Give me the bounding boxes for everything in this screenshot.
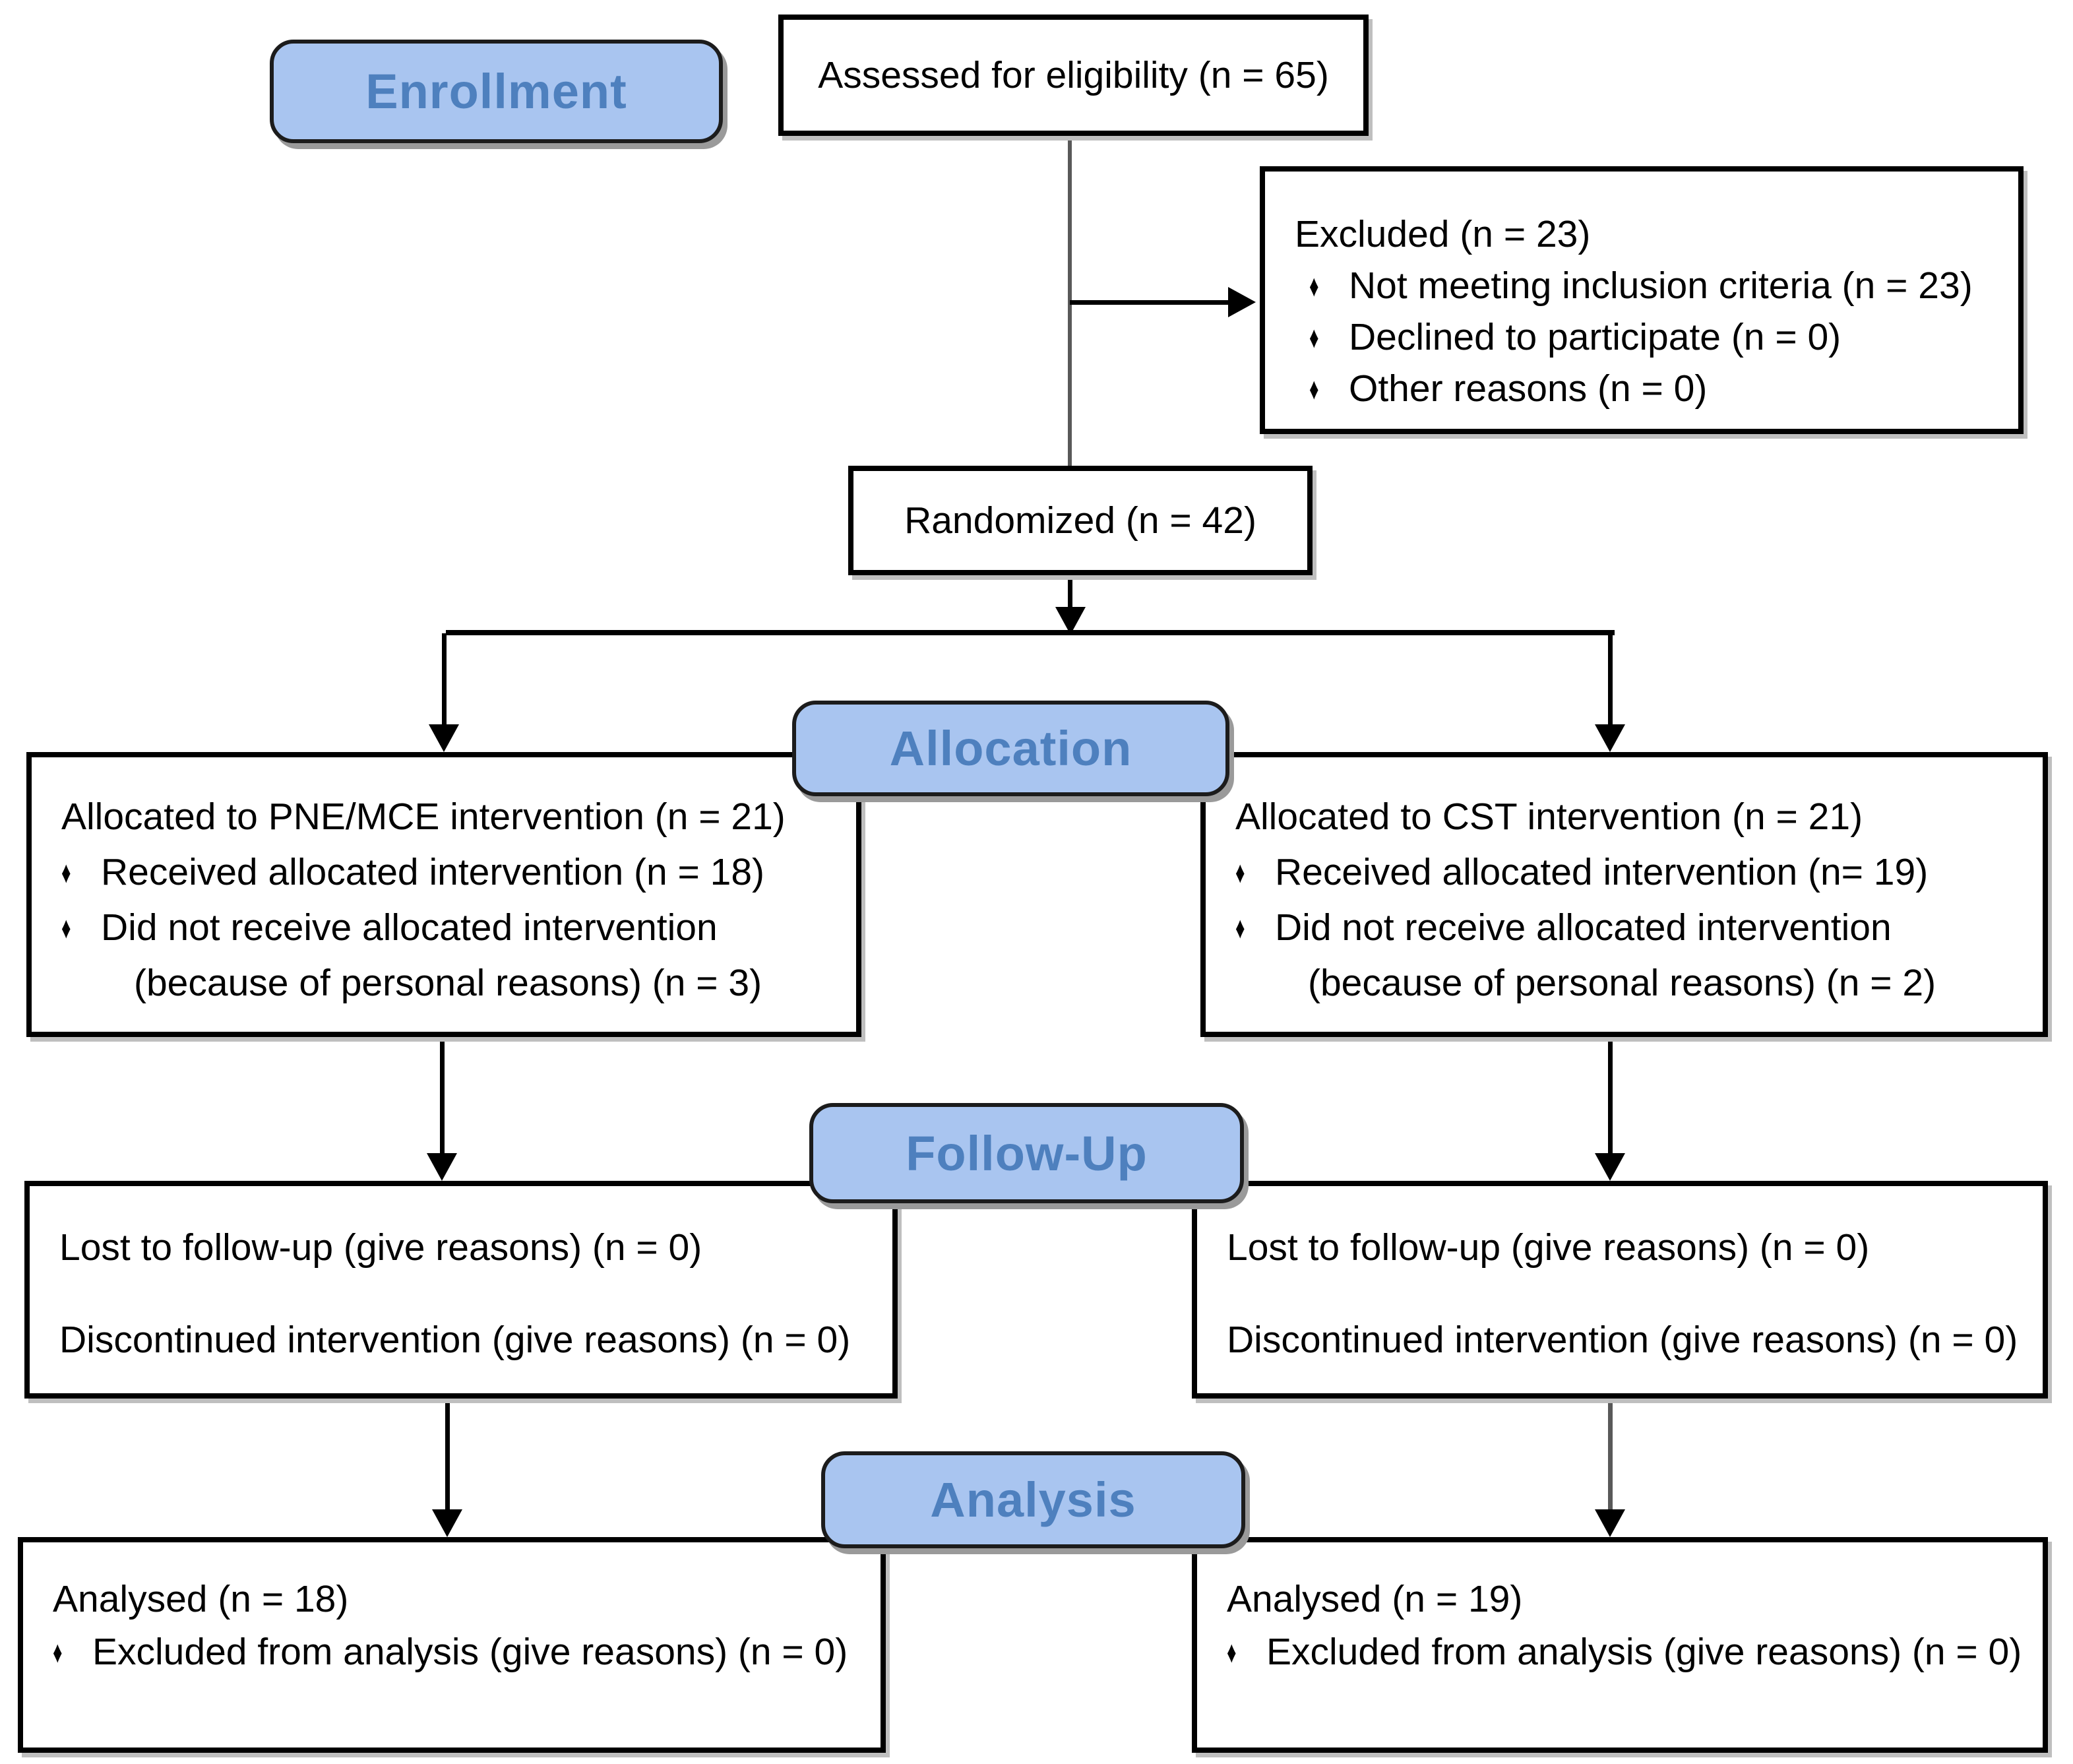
analysis-right-item: ♦ Excluded from analysis (give reasons) …	[1227, 1625, 2023, 1678]
followup-left-line2: Discontinued intervention (give reasons)…	[59, 1319, 851, 1361]
followup-right-box: Lost to follow-up (give reasons) (n = 0)…	[1192, 1181, 2048, 1399]
excluded-item-text: Declined to participate (n = 0)	[1349, 316, 1841, 358]
allocation-left-item: ♦ Received allocated intervention (n = 1…	[61, 844, 836, 900]
analysis-left-item-text: Excluded from analysis (give reasons) (n…	[92, 1631, 848, 1673]
arrowhead-into-alloc-right	[1595, 724, 1625, 752]
allocation-left-title: Allocated to PNE/MCE intervention (n = 2…	[61, 796, 786, 838]
arrowhead-at-split	[1055, 607, 1086, 635]
analysis-left-box: Analysed (n = 18) ♦ Excluded from analys…	[18, 1537, 886, 1753]
arrowhead-into-followup-right	[1595, 1153, 1625, 1181]
section-header-enrollment: Enrollment	[270, 40, 723, 143]
excluded-item: ♦ Not meeting inclusion criteria (n = 23…	[1309, 260, 1998, 311]
section-header-allocation: Allocation	[792, 701, 1229, 796]
arrowhead-into-followup-left	[427, 1153, 457, 1181]
allocation-left-item: ♦ Did not receive allocated intervention	[61, 900, 836, 955]
analysis-left-item: ♦ Excluded from analysis (give reasons) …	[53, 1625, 861, 1678]
followup-right-line1: Lost to follow-up (give reasons) (n = 0)	[1227, 1226, 1870, 1269]
allocation-right-item: ♦ Did not receive allocated intervention	[1235, 900, 2023, 955]
connector-randomized-to-split	[1068, 575, 1072, 608]
excluded-item-text: Other reasons (n = 0)	[1349, 367, 1708, 410]
followup-right-line2: Discontinued intervention (give reasons)…	[1227, 1319, 2018, 1361]
allocation-left-item-text: Received allocated intervention (n = 18)	[101, 851, 765, 893]
bullet-diamond-icon: ♦	[53, 1635, 63, 1669]
allocation-right-item-text: Received allocated intervention (n= 19)	[1275, 851, 1929, 893]
bullet-diamond-icon: ♦	[1309, 320, 1319, 354]
connector-followup-to-analysis-left	[445, 1399, 450, 1509]
allocation-left-item-text: Did not receive allocated intervention	[101, 906, 718, 949]
analysis-left-title: Analysed (n = 18)	[53, 1578, 349, 1620]
allocation-left-box: Allocated to PNE/MCE intervention (n = 2…	[26, 752, 861, 1037]
allocation-right-item: ♦ Received allocated intervention (n= 19…	[1235, 844, 2023, 900]
allocation-right-item-text: Did not receive allocated intervention	[1275, 906, 1892, 949]
connector-split-to-alloc-right	[1608, 633, 1613, 724]
arrowhead-into-alloc-left	[429, 724, 459, 752]
section-header-followup: Follow-Up	[809, 1103, 1244, 1203]
section-header-analysis: Analysis	[821, 1451, 1245, 1548]
bullet-diamond-icon: ♦	[1309, 268, 1319, 303]
excluded-item: ♦ Other reasons (n = 0)	[1309, 363, 1998, 414]
excluded-title: Excluded (n = 23)	[1295, 213, 1591, 255]
connector-split-horizontal	[446, 630, 1615, 635]
excluded-item-text: Not meeting inclusion criteria (n = 23)	[1349, 265, 1973, 307]
bullet-diamond-icon: ♦	[61, 855, 71, 889]
arrowhead-into-excluded	[1228, 287, 1256, 317]
section-header-allocation-label: Allocation	[889, 721, 1132, 776]
allocation-right-box: Allocated to CST intervention (n = 21) ♦…	[1200, 752, 2048, 1037]
bullet-diamond-icon: ♦	[1235, 855, 1245, 889]
connector-alloc-to-followup-left	[440, 1036, 445, 1153]
assessed-box: Assessed for eligibility (n = 65)	[778, 15, 1369, 136]
section-header-followup-label: Follow-Up	[906, 1125, 1148, 1181]
section-header-analysis-label: Analysis	[930, 1472, 1136, 1527]
analysis-right-item-text: Excluded from analysis (give reasons) (n…	[1266, 1631, 2022, 1673]
followup-left-line1: Lost to follow-up (give reasons) (n = 0)	[59, 1226, 702, 1269]
excluded-box: Excluded (n = 23) ♦ Not meeting inclusio…	[1260, 166, 2024, 434]
arrowhead-into-analysis-right	[1595, 1509, 1625, 1537]
analysis-right-box: Analysed (n = 19) ♦ Excluded from analys…	[1192, 1537, 2048, 1753]
allocation-right-title: Allocated to CST intervention (n = 21)	[1235, 796, 1863, 838]
allocation-left-item-continuation: (because of personal reasons) (n = 3)	[134, 962, 762, 1004]
allocation-right-item-continuation: (because of personal reasons) (n = 2)	[1308, 962, 1936, 1004]
analysis-right-title: Analysed (n = 19)	[1227, 1578, 1523, 1620]
bullet-diamond-icon: ♦	[1235, 910, 1245, 945]
section-header-enrollment-label: Enrollment	[365, 64, 627, 119]
bullet-diamond-icon: ♦	[1227, 1635, 1237, 1669]
bullet-diamond-icon: ♦	[61, 910, 71, 945]
connector-alloc-to-followup-right	[1608, 1036, 1613, 1153]
followup-left-box: Lost to follow-up (give reasons) (n = 0)…	[24, 1181, 898, 1399]
excluded-item: ♦ Declined to participate (n = 0)	[1309, 311, 1998, 363]
bullet-diamond-icon: ♦	[1309, 371, 1319, 406]
randomized-box: Randomized (n = 42)	[848, 466, 1313, 575]
arrowhead-into-analysis-left	[432, 1509, 462, 1537]
randomized-text: Randomized (n = 42)	[904, 499, 1256, 542]
connector-followup-to-analysis-right	[1608, 1399, 1613, 1509]
assessed-text: Assessed for eligibility (n = 65)	[818, 54, 1329, 96]
connector-split-to-alloc-left	[442, 633, 447, 724]
connector-branch-to-excluded	[1070, 300, 1229, 305]
